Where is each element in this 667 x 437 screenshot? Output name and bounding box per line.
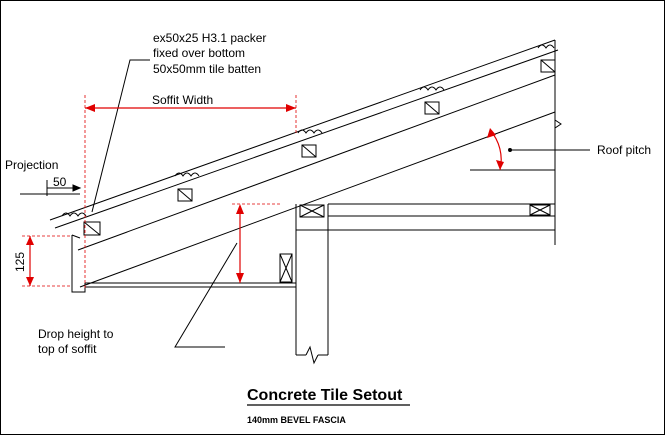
roof-pitch-label: Roof pitch: [597, 143, 651, 157]
tile-underside-line: [54, 49, 559, 229]
packer-label-line2: fixed over bottom: [153, 46, 245, 60]
drop-height-label-line2: top of soffit: [38, 342, 97, 356]
drawing-title: Concrete Tile Setout: [247, 387, 403, 404]
tile-battens: [83, 59, 556, 236]
drop-height-label-line1: Drop height to: [38, 327, 114, 341]
packer-label-line3: 50x50mm tile batten: [153, 62, 261, 76]
fascia-board: [71, 235, 86, 293]
tile-profiles: [61, 44, 555, 217]
rafter-bottom-line: [79, 111, 556, 288]
drop-leader-line: [174, 242, 238, 348]
projection-value: 50: [53, 175, 67, 189]
soffit-width-label: Soffit Width: [152, 93, 213, 107]
projection-label: Projection: [5, 158, 58, 172]
packer-leader-line: [91, 59, 150, 213]
packer-label-line1: ex50x25 H3.1 packer: [153, 31, 266, 45]
drawing-subtitle: 140mm BEVEL FASCIA: [247, 415, 346, 425]
fascia-height-value: 125: [13, 252, 27, 272]
rafter-top-line: [77, 74, 556, 251]
